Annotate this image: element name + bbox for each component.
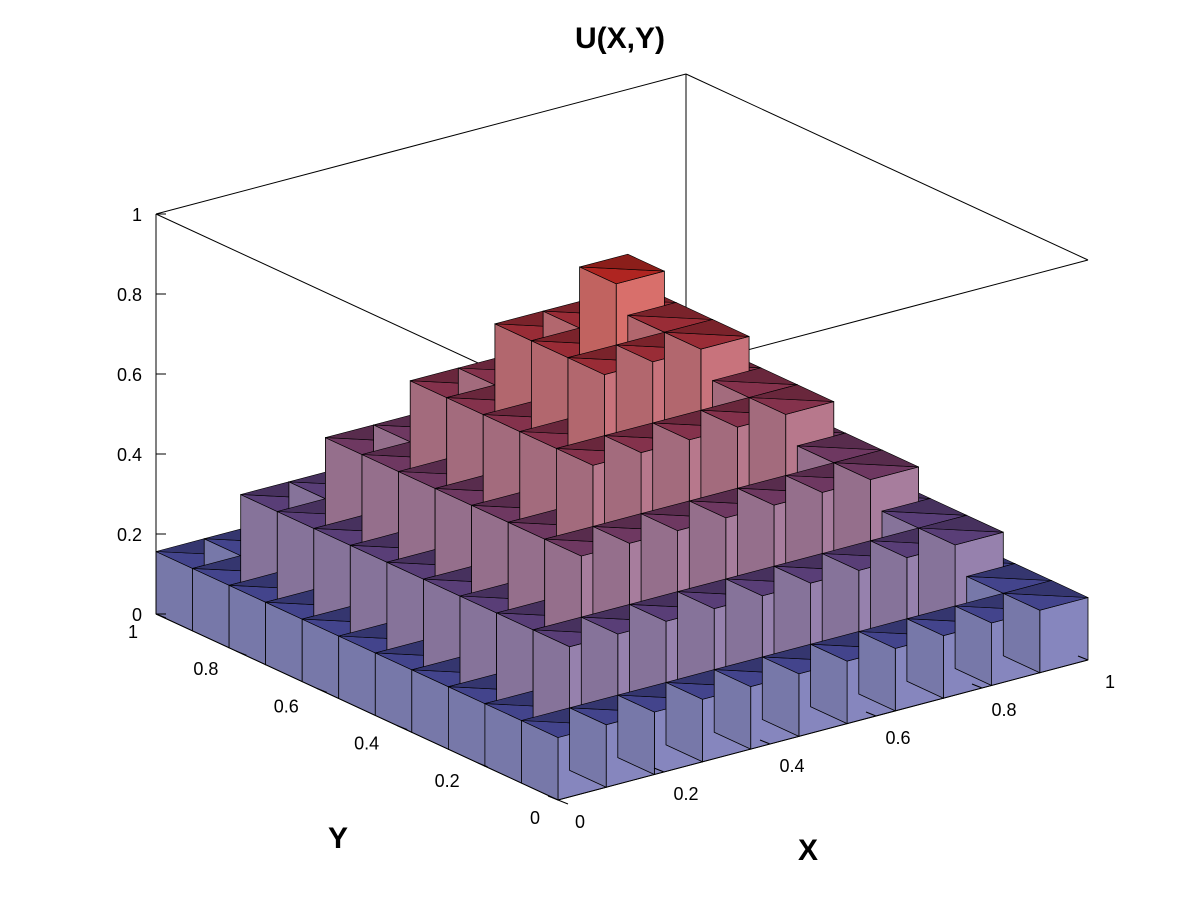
- bar-top: [881, 498, 967, 516]
- bar-top: [579, 253, 665, 272]
- x-tick: [1077, 655, 1089, 661]
- x-tick: [759, 739, 771, 745]
- bar-surface: [155, 253, 1089, 801]
- bar-top: [712, 367, 798, 385]
- tick-label: 0.6: [117, 365, 142, 385]
- tick-label: 1: [1105, 672, 1115, 692]
- x-tick: [547, 795, 559, 801]
- tick-label: 0.2: [117, 525, 142, 545]
- y-tick: [316, 687, 327, 693]
- bar-top: [966, 563, 1052, 581]
- bar-top: [627, 302, 713, 320]
- bar-top: [749, 384, 834, 402]
- y-tick: [557, 799, 569, 805]
- x-axis-title: X: [798, 834, 818, 867]
- x-tick: [971, 683, 983, 689]
- tick-label: 0: [132, 605, 142, 625]
- bar-top: [797, 432, 883, 451]
- tick-label: 0: [530, 808, 540, 828]
- tick-label: 0.8: [117, 285, 142, 305]
- y-axis-title: Y: [328, 822, 348, 855]
- y-tick: [236, 650, 247, 656]
- tick-label: 0.4: [354, 734, 379, 754]
- bar: [1002, 580, 1089, 674]
- axes-box-front: [155, 214, 1089, 801]
- bar-top: [664, 319, 750, 337]
- tick-label: 0.8: [193, 659, 218, 679]
- box-edge: [685, 73, 1089, 261]
- y-tick: [155, 613, 167, 619]
- tick-label: 1: [128, 622, 138, 642]
- tick-label: 0: [575, 812, 585, 832]
- bar-top: [918, 514, 1004, 533]
- tick-label: 1: [132, 205, 142, 225]
- chart-title: U(X,Y): [575, 22, 665, 55]
- tick-label: 0.4: [117, 445, 142, 465]
- tick-label: 0.2: [673, 784, 698, 804]
- axis-ticks: 00.20.40.60.8100.20.40.60.8100.20.40.60.…: [117, 205, 1115, 832]
- y-tick: [397, 725, 408, 731]
- tick-label: 0.2: [435, 771, 460, 791]
- x-tick: [653, 767, 665, 773]
- x-tick: [865, 711, 877, 717]
- tick-label: 0.4: [779, 756, 804, 776]
- bar-top: [833, 449, 919, 468]
- y-tick: [477, 762, 488, 768]
- bar-top: [1003, 580, 1089, 598]
- tick-label: 0.6: [885, 728, 910, 748]
- box-edge: [155, 73, 687, 215]
- tick-label: 0.8: [991, 700, 1016, 720]
- box-edge: [155, 613, 559, 801]
- box-edge: [557, 659, 1089, 801]
- tick-label: 0.6: [274, 696, 299, 716]
